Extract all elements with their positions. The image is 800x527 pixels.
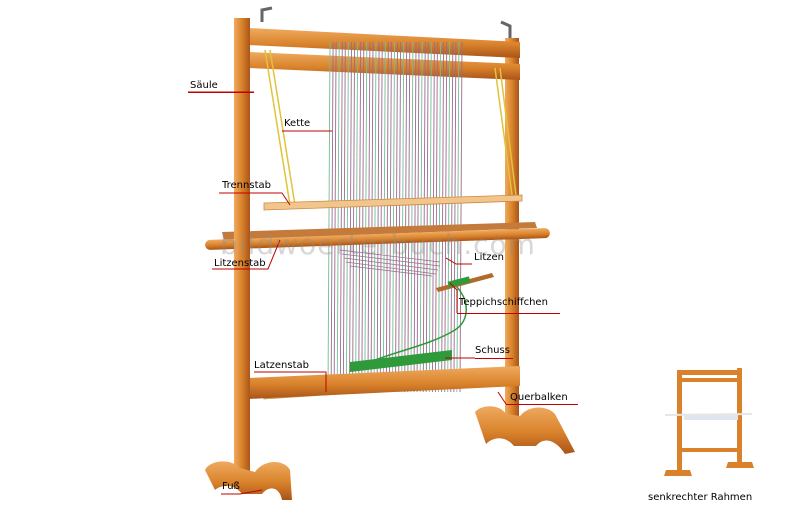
warp-thread (392, 41, 395, 393)
warp-thread (333, 41, 337, 393)
warp-thread (345, 41, 349, 393)
warp-thread (456, 41, 460, 393)
warp-thread (434, 41, 438, 393)
shed-rod (263, 194, 523, 211)
warp-thread (349, 41, 352, 393)
label-teppichschiffchen-underline (457, 313, 560, 314)
warp-thread (364, 41, 368, 393)
label-saeule: Säule (190, 80, 218, 91)
warp-thread (373, 41, 377, 393)
warp-thread (388, 41, 392, 393)
thumb-second-beam (677, 378, 742, 382)
woven-weft (350, 350, 452, 372)
warp-thread (330, 41, 334, 393)
warp-thread (355, 41, 359, 393)
warp-threads (327, 41, 463, 393)
thumbnail-vertical-frame (664, 368, 754, 476)
warp-thread (404, 41, 408, 393)
label-litzen: Litzen (474, 252, 505, 263)
thumb-right-post (737, 368, 742, 464)
label-trennstab: Trennstab (222, 180, 271, 191)
warp-thread (336, 41, 340, 393)
cord-right-b (499, 67, 517, 196)
second-beam (248, 52, 520, 80)
warp-thread (413, 41, 417, 393)
warp-thread (438, 41, 441, 393)
thumb-foot-right (726, 462, 754, 468)
warp-thread (447, 41, 451, 393)
label-saeule-underline (188, 92, 254, 93)
heddle-rod-support (222, 222, 537, 240)
watermark: bildwoerterbuch.com (220, 228, 536, 261)
label-litzenstab: Litzenstab (214, 258, 266, 269)
warp-thread (327, 41, 331, 393)
label-querbalken-underline (506, 404, 578, 405)
warp-thread (431, 41, 435, 393)
warp-thread (339, 41, 343, 393)
warp-thread (410, 41, 414, 393)
warp-thread (441, 41, 445, 393)
warp-thread (352, 41, 356, 393)
warp-thread (367, 41, 371, 393)
label-querbalken: Querbalken (510, 392, 568, 403)
hook-left (260, 6, 273, 22)
warp-thread (376, 41, 380, 393)
label-latzenstab: Latzenstab (254, 360, 309, 371)
cord-right-a (494, 67, 513, 196)
warp-thread (382, 41, 386, 393)
warp-thread (407, 41, 411, 393)
warp-thread (444, 41, 448, 393)
warp-thread (398, 41, 402, 393)
thumb-left-post (677, 370, 682, 472)
thumb-top-beam (677, 370, 742, 375)
hook-right (500, 20, 512, 38)
warp-thread (459, 41, 463, 393)
thumbnail-caption: senkrechter Rahmen (648, 492, 753, 503)
warp-thread (385, 41, 389, 393)
warp-thread (450, 41, 454, 393)
weft-yarn (369, 284, 467, 363)
warp-thread (419, 41, 423, 393)
heddle-rod (205, 228, 550, 250)
label-schuss-underline (475, 358, 513, 359)
thumb-foot-left (664, 470, 692, 476)
left-upright (234, 18, 250, 486)
foot-left (205, 461, 292, 500)
warp-thread (428, 41, 432, 393)
shuttle-yarn (447, 276, 471, 288)
cross-beam (248, 366, 520, 399)
warp-thread (358, 41, 362, 393)
thumb-rod (664, 413, 753, 416)
thumb-bottom-beam (677, 448, 742, 452)
cord-left-b (269, 49, 296, 206)
cord-left-a (264, 49, 291, 206)
warp-thread (370, 41, 374, 393)
label-kette: Kette (284, 118, 311, 129)
heddles (339, 249, 441, 277)
warp-thread (379, 41, 383, 393)
label-fuss: Fuß (222, 481, 240, 492)
warp-thread (422, 41, 426, 393)
thumb-warp (684, 414, 738, 420)
warp-thread (425, 41, 429, 393)
warp-thread (395, 41, 398, 393)
label-teppichschiffchen: Teppichschiffchen (459, 297, 548, 308)
top-beam (248, 28, 520, 58)
warp-thread (342, 41, 346, 393)
warp-thread (401, 41, 405, 393)
label-schuss: Schuss (475, 345, 510, 356)
warp-thread (453, 41, 457, 393)
foot-right (475, 406, 575, 454)
warp-thread (416, 41, 420, 393)
warp-thread (361, 41, 365, 393)
